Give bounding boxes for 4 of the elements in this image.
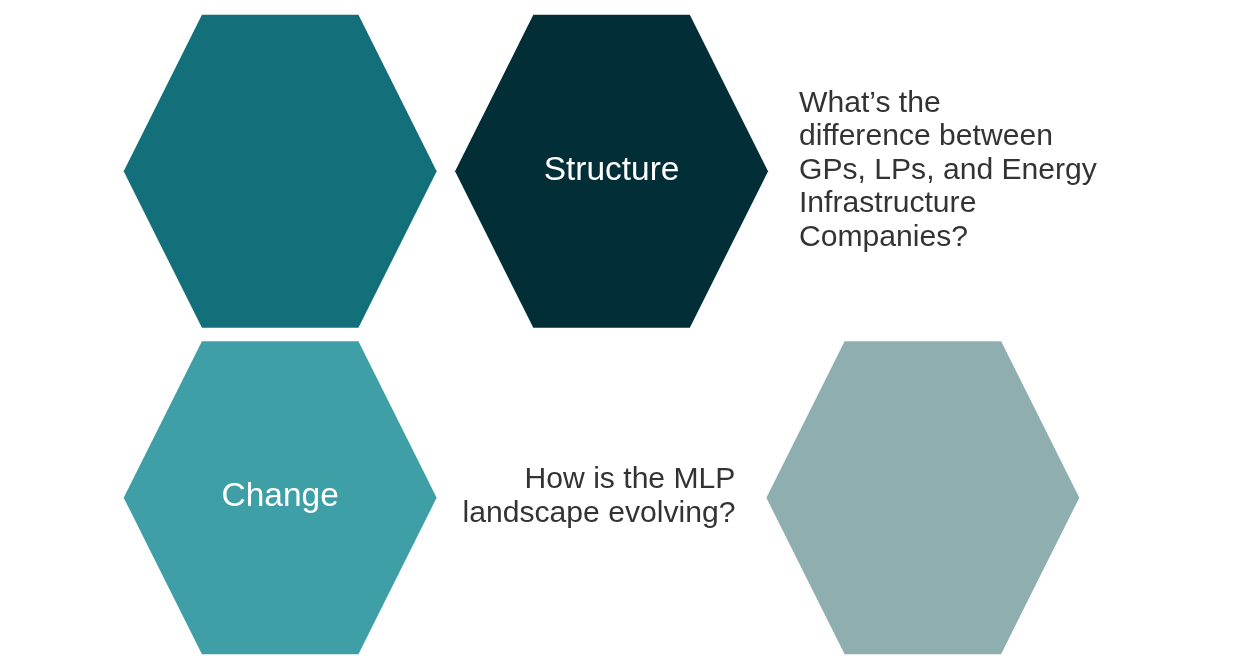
node-hexagon [765, 341, 1079, 655]
node-hexagon [123, 14, 437, 328]
node-label: How is the MLP landscape evolving? [462, 461, 735, 528]
node-label: What’s the difference between GPs, LPs, and Energy Infrastructure Companies? [798, 84, 1097, 252]
